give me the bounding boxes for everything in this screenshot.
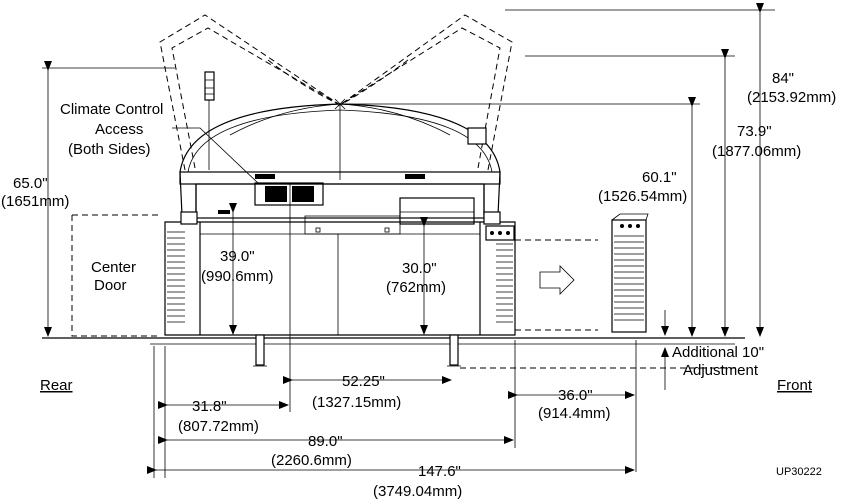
dim-65-in: 65.0"	[13, 175, 48, 192]
additional-adjustment-label-2: Adjustment	[683, 362, 759, 379]
cabinet-body	[164, 71, 516, 336]
dim-60-mm: (1526.54mm)	[598, 188, 687, 205]
dim-36-in: 36.0"	[558, 387, 593, 404]
base-and-legs	[42, 334, 745, 367]
dim-30-in: 30.0"	[402, 260, 437, 277]
dim-39-in: 39.0"	[220, 248, 255, 265]
dim-31-in: 31.8"	[192, 398, 227, 415]
climate-control-label-3: (Both Sides)	[68, 141, 151, 158]
rear-vent-grill	[167, 231, 185, 323]
center-door-label-2: Door	[94, 277, 127, 294]
rear-label: Rear	[40, 377, 73, 394]
dim-36-mm: (914.4mm)	[538, 405, 611, 422]
text-labels: Climate Control Access (Both Sides) Cent…	[1, 70, 836, 500]
dim-73-in: 73.9"	[737, 123, 772, 140]
center-door-label-1: Center	[91, 259, 136, 276]
dim-84-in: 84"	[772, 70, 794, 87]
dim-89-mm: (2260.6mm)	[271, 452, 352, 469]
dim-147-mm: (3749.04mm)	[373, 483, 462, 500]
figure-id: UP30222	[776, 466, 822, 478]
dimension-lines	[42, 3, 775, 478]
climate-control-label-2: Access	[95, 121, 143, 138]
dim-31-mm: (807.72mm)	[178, 418, 259, 435]
dim-60-in: 60.1"	[642, 169, 677, 186]
dim-30-mm: (762mm)	[386, 279, 446, 296]
dim-52-mm: (1327.15mm)	[312, 394, 401, 411]
open-lid-outlines	[159, 14, 513, 171]
dim-39-mm: (990.6mm)	[201, 268, 274, 285]
climate-control-label-1: Climate Control	[60, 101, 163, 118]
dim-89-in: 89.0"	[308, 433, 343, 450]
dim-73-mm: (1877.06mm)	[712, 143, 801, 160]
dim-52-in: 52.25"	[342, 373, 385, 390]
dim-147-in: 147.6"	[418, 463, 461, 480]
front-label: Front	[777, 377, 813, 394]
additional-adjustment-label-1: Additional 10"	[672, 344, 764, 361]
dim-84-mm: (2153.92mm)	[747, 89, 836, 106]
front-panel	[611, 213, 649, 333]
front-vent-grill	[485, 225, 515, 323]
dim-65-mm: (1651mm)	[1, 193, 69, 210]
center-door-outline	[71, 214, 598, 337]
